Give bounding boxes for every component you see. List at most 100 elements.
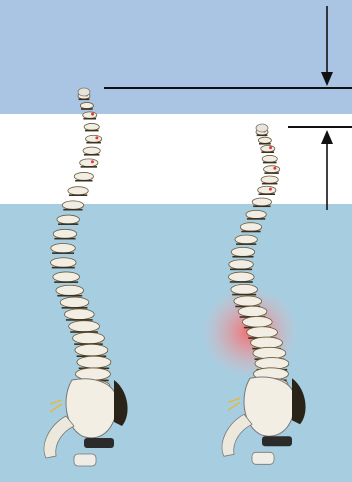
intervertebral-disc bbox=[83, 118, 96, 120]
vertebra bbox=[258, 186, 276, 194]
vertebra bbox=[235, 235, 257, 244]
vertebra bbox=[75, 368, 110, 380]
intervertebral-disc bbox=[58, 223, 78, 225]
vertebra bbox=[240, 223, 261, 232]
intervertebral-disc bbox=[84, 154, 99, 156]
intervertebral-disc bbox=[62, 307, 88, 309]
vertebra bbox=[247, 327, 278, 338]
intervertebral-disc bbox=[52, 252, 74, 254]
intervertebral-disc bbox=[57, 295, 82, 297]
intervertebral-disc bbox=[259, 193, 275, 195]
intervertebral-disc bbox=[230, 269, 252, 271]
vertebra bbox=[53, 272, 80, 282]
intervertebral-disc bbox=[54, 281, 78, 283]
vertebra bbox=[68, 187, 88, 195]
vertebra bbox=[62, 201, 83, 210]
vertebra bbox=[51, 258, 77, 268]
intervertebral-disc bbox=[85, 130, 99, 132]
vertebra bbox=[53, 229, 76, 238]
coccyx-shadow bbox=[262, 436, 292, 446]
vertebra bbox=[75, 344, 108, 356]
down-arrow-icon bbox=[321, 6, 333, 86]
intervertebral-disc bbox=[259, 143, 271, 145]
sciatic-nerve bbox=[228, 398, 240, 410]
intervertebral-disc bbox=[75, 180, 92, 182]
intervertebral-disc bbox=[63, 209, 82, 211]
vertebra bbox=[74, 172, 93, 180]
intervertebral-disc bbox=[232, 256, 253, 258]
atlas-vertebra bbox=[78, 88, 90, 96]
vertebra bbox=[262, 155, 277, 162]
intervertebral-disc bbox=[66, 319, 93, 321]
vertebra bbox=[238, 306, 267, 316]
intervertebral-disc bbox=[69, 194, 87, 196]
vertebra bbox=[229, 272, 255, 282]
pelvis bbox=[244, 377, 295, 436]
intervertebral-disc bbox=[230, 281, 253, 283]
vertebra bbox=[83, 112, 97, 119]
ischium bbox=[74, 454, 96, 466]
iliac-wing bbox=[114, 380, 128, 426]
vertebra bbox=[80, 159, 98, 167]
vertebra bbox=[242, 317, 272, 328]
vertebra bbox=[51, 244, 76, 253]
femur bbox=[44, 416, 74, 458]
intervertebral-disc bbox=[247, 218, 265, 220]
vertebra bbox=[80, 102, 93, 108]
nerve-highlight bbox=[269, 188, 272, 191]
vertebra bbox=[229, 260, 254, 269]
atlas-vertebra bbox=[256, 124, 268, 132]
vertebra bbox=[252, 198, 271, 206]
intervertebral-disc bbox=[81, 166, 97, 168]
intervertebral-disc bbox=[253, 205, 270, 207]
ischium bbox=[252, 452, 274, 464]
normal-spine bbox=[44, 88, 128, 466]
vertebra bbox=[73, 333, 105, 344]
nerve-highlight bbox=[269, 146, 272, 149]
vertebra bbox=[60, 297, 89, 307]
vertebra bbox=[69, 321, 100, 332]
vertebra bbox=[231, 284, 258, 294]
vertebra bbox=[253, 347, 286, 359]
nerve-highlight bbox=[273, 167, 276, 170]
femur bbox=[222, 414, 252, 456]
vertebra bbox=[57, 215, 79, 224]
vertebra bbox=[264, 166, 280, 173]
intervertebral-disc bbox=[79, 99, 90, 101]
vertebra bbox=[83, 147, 100, 154]
intervertebral-disc bbox=[263, 162, 277, 164]
vertebra bbox=[56, 285, 84, 295]
vertebra bbox=[64, 309, 94, 320]
sciatic-nerve bbox=[50, 400, 62, 412]
intervertebral-disc bbox=[52, 267, 75, 269]
intervertebral-disc bbox=[264, 172, 279, 174]
pelvis bbox=[66, 379, 117, 438]
vertebra bbox=[234, 296, 262, 306]
intervertebral-disc bbox=[257, 135, 268, 137]
intervertebral-disc bbox=[241, 231, 260, 233]
vertebra bbox=[86, 135, 102, 142]
up-arrow-icon bbox=[321, 130, 333, 210]
intervertebral-disc bbox=[262, 183, 277, 185]
vertebra bbox=[77, 356, 111, 368]
coccyx-shadow bbox=[84, 438, 114, 448]
nerve-highlight bbox=[95, 136, 98, 139]
iliac-wing bbox=[292, 378, 306, 424]
nerve-highlight bbox=[91, 113, 94, 116]
intervertebral-disc bbox=[86, 142, 101, 144]
vertebra bbox=[261, 145, 275, 152]
intervertebral-disc bbox=[261, 151, 274, 153]
vertebra bbox=[231, 247, 254, 256]
vertebra bbox=[258, 137, 271, 143]
intervertebral-disc bbox=[236, 243, 256, 245]
intervertebral-disc bbox=[54, 238, 75, 240]
vertebra bbox=[84, 123, 99, 130]
vertebra bbox=[246, 210, 266, 218]
vertebra bbox=[261, 176, 278, 183]
vertebra bbox=[251, 337, 283, 348]
intervertebral-disc bbox=[81, 108, 93, 110]
nerve-highlight bbox=[91, 160, 94, 163]
intervertebral-disc bbox=[232, 294, 256, 296]
